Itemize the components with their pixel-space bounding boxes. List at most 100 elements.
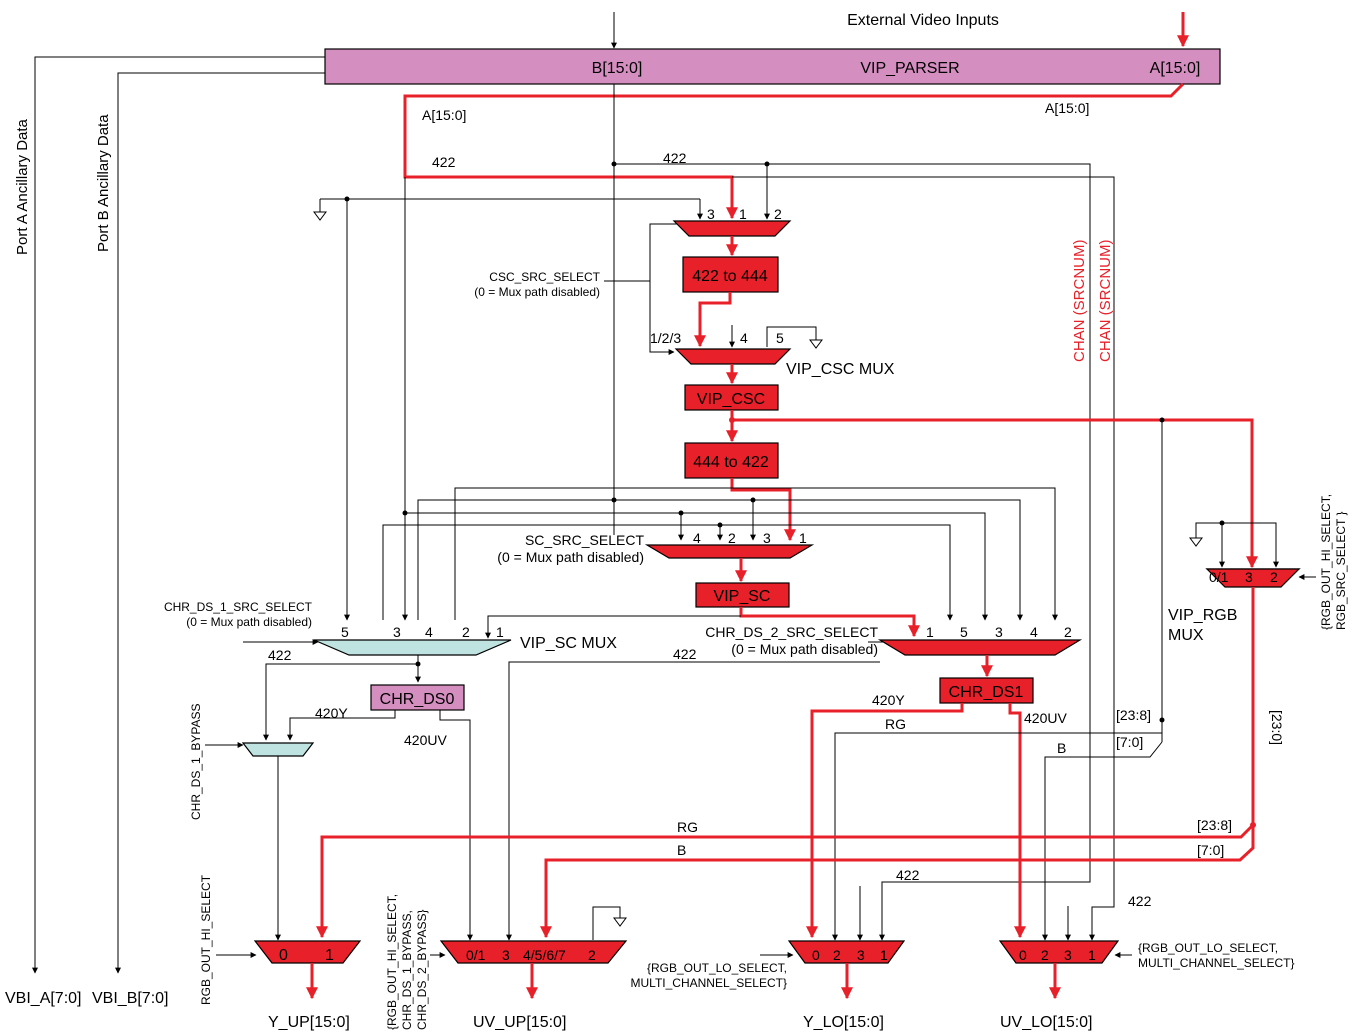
sc-mux-422-label: 422 bbox=[268, 647, 292, 663]
rgb-port-3: 3 bbox=[1245, 569, 1253, 585]
rg-label-up: RG bbox=[677, 819, 698, 835]
ylo-sel-2: MULTI_CHANNEL_SELECT} bbox=[631, 976, 788, 990]
rg-label-lo: RG bbox=[885, 716, 906, 732]
uvup-sel-2: CHR_DS_1_BYPASS, bbox=[400, 910, 414, 1030]
chr2-port-1: 1 bbox=[926, 624, 934, 640]
chan-label-1: CHAN (SRCNUM) bbox=[1071, 240, 1088, 363]
uv-lo-mux[interactable] bbox=[998, 940, 1120, 964]
lo-bits-23-8: [23:8] bbox=[1116, 707, 1151, 723]
a-bus-label-right: A[15:0] bbox=[1045, 100, 1089, 116]
chr2-sel-label: CHR_DS_2_SRC_SELECT bbox=[705, 624, 878, 640]
vip-sc-block bbox=[695, 582, 790, 608]
sc-input-mux[interactable] bbox=[644, 544, 815, 559]
chr-ds1-uv-label: 420UV bbox=[1024, 710, 1067, 726]
block-444-to-422-label: 444 to 422 bbox=[693, 454, 769, 471]
ground-symbol-left bbox=[313, 199, 327, 221]
vip-sc-label: VIP_SC bbox=[714, 588, 771, 605]
chr-ds0-label: CHR_DS0 bbox=[380, 691, 455, 708]
a-bus-wire bbox=[403, 82, 1185, 220]
uvlo-422-label: 422 bbox=[1128, 893, 1152, 909]
chr1-sel-note: (0 = Mux path disabled) bbox=[186, 615, 312, 629]
bypass-mux[interactable] bbox=[241, 742, 315, 757]
block-422-to-444-label: 422 to 444 bbox=[692, 268, 768, 285]
vip-parser-label: VIP_PARSER bbox=[860, 60, 959, 77]
uvlo-port-2: 2 bbox=[1041, 947, 1049, 963]
bypass-sel-label: CHR_DS_1_BYPASS bbox=[189, 704, 203, 821]
a-node-681 bbox=[678, 510, 684, 516]
rgb-gnd-wire bbox=[1195, 522, 1279, 568]
uvlo-sel-1: {RGB_OUT_LO_SELECT, bbox=[1138, 941, 1278, 955]
b-node-753 bbox=[750, 497, 756, 503]
uvlo-port-3: 3 bbox=[1064, 947, 1072, 963]
a-bus-label-left: A[15:0] bbox=[422, 107, 466, 123]
chr-ds0-block bbox=[370, 684, 465, 711]
y-lo-mux[interactable] bbox=[787, 940, 906, 964]
vip-sc-mux[interactable] bbox=[313, 639, 512, 656]
sc-sel-note: (0 = Mux path disabled) bbox=[497, 549, 644, 565]
uv-up-mux[interactable] bbox=[439, 940, 628, 964]
b-node bbox=[611, 161, 617, 167]
uvup-port-4567: 4/5/6/7 bbox=[523, 947, 566, 963]
chr-ds1-y bbox=[806, 703, 964, 939]
csc-to-muxes bbox=[382, 524, 953, 621]
csc-input-mux[interactable] bbox=[672, 220, 792, 237]
422-to-sc-in-1 bbox=[730, 478, 796, 542]
uvup-gnd-wire bbox=[592, 906, 621, 940]
sc-mux-port-2: 2 bbox=[462, 624, 470, 640]
uvup-port-2: 2 bbox=[588, 947, 596, 963]
a-bus-422-label: 422 bbox=[432, 154, 456, 170]
uv-up-output: UV_UP[15:0] bbox=[473, 1014, 566, 1031]
rgb-out-23-0-label: [23:0] bbox=[1269, 710, 1285, 745]
yup-sel-label: RGB_OUT_HI_SELECT bbox=[199, 874, 213, 1005]
vip-rgb-mux-body bbox=[1205, 568, 1301, 588]
chr-ds2-mux[interactable] bbox=[877, 639, 1083, 656]
sc-mux-port-1: 1 bbox=[496, 624, 504, 640]
vip-csc-mux[interactable] bbox=[674, 348, 792, 365]
rgb-node bbox=[1219, 520, 1225, 526]
csc-mux-port-123: 1/2/3 bbox=[650, 330, 681, 346]
chr2-port-2: 2 bbox=[1064, 624, 1072, 640]
ylo-port-3: 3 bbox=[857, 947, 865, 963]
sc-in-port-1: 1 bbox=[799, 530, 807, 546]
csc-mux-port-4: 4 bbox=[740, 330, 748, 346]
ylo-sel-1: {RGB_OUT_LO_SELECT, bbox=[647, 961, 787, 975]
csc-mux-port-5: 5 bbox=[776, 330, 784, 346]
chr-ds1-y-label: 420Y bbox=[872, 692, 905, 708]
port-a-anc-label: Port A Ancillary Data bbox=[14, 118, 31, 255]
diagram-title: External Video Inputs bbox=[847, 12, 999, 29]
ylo-port-2: 2 bbox=[833, 947, 841, 963]
uvup-port-3: 3 bbox=[502, 947, 510, 963]
csc-sel-line bbox=[649, 223, 677, 355]
chan-label-2: CHAN (SRCNUM) bbox=[1097, 240, 1114, 363]
yup-port-0: 0 bbox=[279, 947, 288, 964]
chr2-port-3: 3 bbox=[995, 624, 1003, 640]
sc-in-port-3: 3 bbox=[763, 530, 771, 546]
bus-to-sc-mux-top bbox=[454, 487, 1058, 621]
b-label-lo: B bbox=[1057, 740, 1066, 756]
y-lo-output: Y_LO[15:0] bbox=[803, 1014, 884, 1031]
chr-ds1-block bbox=[939, 677, 1034, 704]
csc-in-port-2: 2 bbox=[774, 206, 782, 222]
csc-sel-label: CSC_SRC_SELECT bbox=[489, 270, 600, 284]
vip-sc-mux-label: VIP_SC MUX bbox=[520, 635, 617, 652]
port-a-label: A[15:0] bbox=[1150, 60, 1201, 77]
rgb-sel-1: {RGB_OUT_HI_SELECT, bbox=[1319, 494, 1333, 630]
uv-lo-output: UV_LO[15:0] bbox=[1000, 1014, 1093, 1031]
uvup-port-01: 0/1 bbox=[466, 947, 486, 963]
sc-out-to-sc-mux bbox=[485, 615, 741, 639]
a-node-513 bbox=[402, 510, 408, 516]
y-up-mux[interactable] bbox=[253, 940, 362, 964]
b-bus-422 bbox=[614, 163, 1091, 941]
up-bits-7-0: [7:0] bbox=[1197, 842, 1224, 858]
ylo-422-label: 422 bbox=[896, 867, 920, 883]
vip-parser-block bbox=[324, 48, 1221, 85]
csc-tap-node bbox=[1159, 417, 1165, 423]
sc-in-port-2: 2 bbox=[728, 530, 736, 546]
chr2-422-to-uvup bbox=[506, 661, 880, 941]
rgb-gnd-symbol bbox=[1189, 537, 1203, 547]
ylo-port-1: 1 bbox=[880, 947, 888, 963]
chr1-sel-label: CHR_DS_1_SRC_SELECT bbox=[164, 600, 313, 614]
ground-symbol-csc bbox=[809, 339, 823, 349]
chr2-port-4: 4 bbox=[1030, 624, 1038, 640]
chr-ds1-uv bbox=[1008, 703, 1026, 939]
